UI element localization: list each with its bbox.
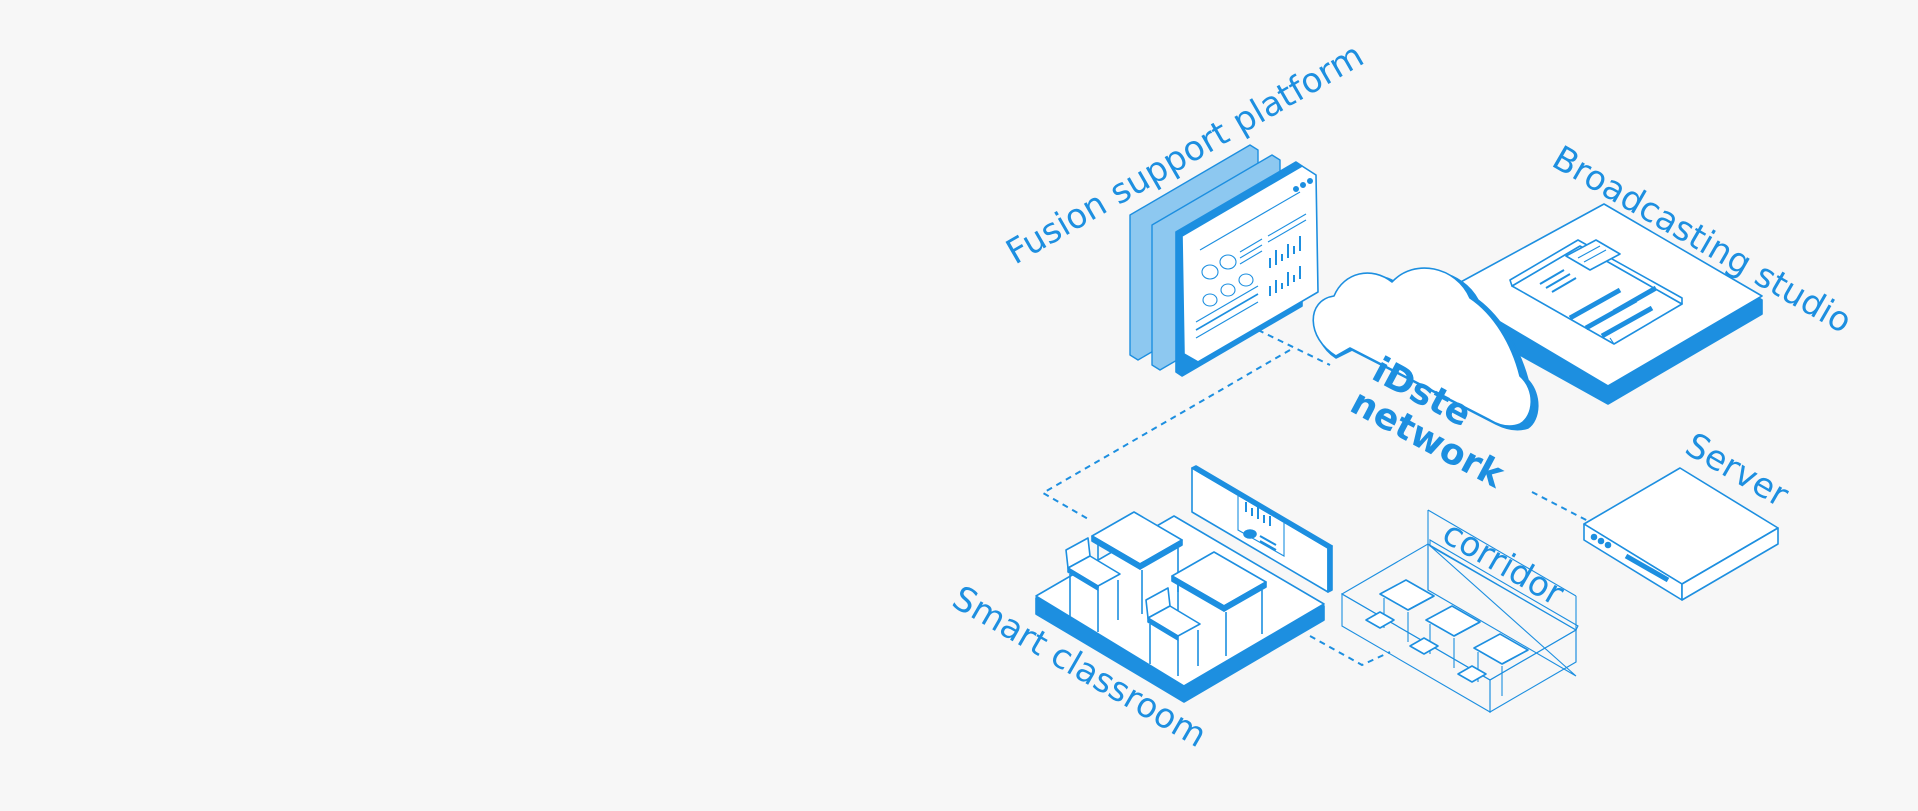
connector-fusion-cloud [1257,329,1331,366]
connector-classroom-corridor [1309,635,1391,667]
dashboard-widgets-icon [1195,178,1314,339]
corridor-node: corridor [1340,509,1579,713]
cloud-shape [1312,267,1533,427]
classroom-desks-icon [1065,511,1267,676]
connector-cloud-classroom [1040,349,1291,521]
server-led-bar-icon [1624,553,1670,583]
connector-cloud-server [1531,491,1591,523]
server-node: Server [1583,425,1795,601]
corridor-label: corridor [1436,513,1571,614]
server-side [1681,527,1779,601]
board-chart-icon [1245,502,1271,526]
console-sliders-icon [1568,285,1658,339]
fusion-panel-front [1181,165,1319,363]
corridor-desks-icon [1365,579,1529,696]
smart-classroom-node: Smart classroom [946,465,1333,756]
console-monitor-icon [1565,239,1621,271]
